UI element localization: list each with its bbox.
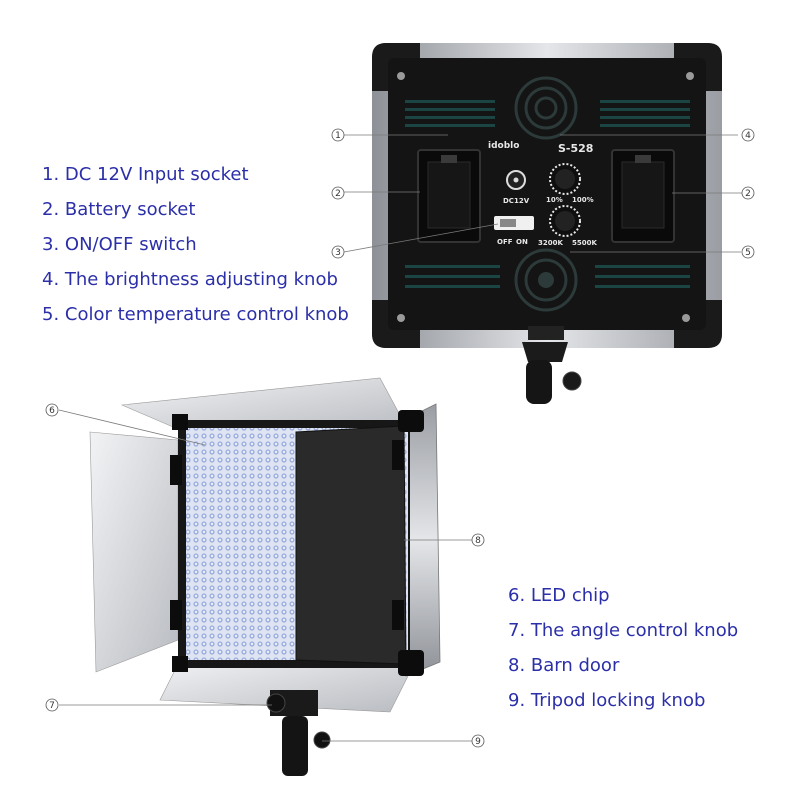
barn-door-right [295,425,407,665]
callout-7: 7 [45,698,59,712]
battery-socket-left [417,149,481,243]
screw [686,72,694,80]
legend-item-8: 8. Barn door [508,655,620,676]
callout-6-label: 6 [49,406,55,416]
callout-5-label: 5 [745,248,751,258]
stand-clamp [282,716,308,776]
front-view [89,377,441,776]
corner-guard [172,414,188,430]
battery-socket-right [611,149,675,243]
callout-7-label: 7 [49,701,55,711]
temp-max-label: 5500K [572,239,597,247]
dc-socket-pin [513,177,519,183]
mount-head [522,342,568,362]
corner-guard [398,410,424,432]
brightness-min-label: 10% [546,196,563,204]
brightness-knob-cap [555,169,575,189]
corner-guard [372,43,420,91]
callout-8: 8 [471,533,485,547]
brightness-max-label: 100% [572,196,594,204]
color-temp-knob-cap [555,211,575,231]
callout-3: 3 [331,245,345,259]
screw [397,314,405,322]
legend-bottom: 6. LED chip 7. The angle control knob 8.… [508,578,738,718]
corner-guard [674,43,722,91]
temp-min-label: 3200K [538,239,563,247]
callout-2a: 2 [331,186,345,200]
fan-top [514,76,578,140]
switch-on-label: ON [516,238,528,246]
legend-item-4: 4. The brightness adjusting knob [42,269,338,290]
screw [397,72,405,80]
power-switch-slider [500,219,516,227]
corner-guard [172,656,188,672]
corner-guard [372,300,420,348]
hinge [392,600,404,630]
angle-knob [266,693,286,713]
hinge [392,440,404,470]
legend-item-7: 7. The angle control knob [508,620,739,641]
legend-item-1: 1. DC 12V Input socket [42,164,249,185]
callout-9: 9 [471,734,485,748]
corner-guard [398,650,424,676]
corner-guard [674,300,722,348]
callout-8-label: 8 [475,536,481,546]
callout-6: 6 [45,403,59,417]
callout-4-label: 4 [745,131,751,141]
dc-label: DC12V [503,197,530,205]
callout-3-label: 3 [335,248,341,258]
hinge [170,600,182,630]
callout-2b: 2 [741,186,755,200]
screw [682,314,690,322]
legend-item-6: 6. LED chip [508,585,610,606]
legend-item-9: 9. Tripod locking knob [508,690,706,711]
callout-2a-label: 2 [335,189,341,199]
clamp-knob [562,371,582,391]
callout-9-label: 9 [475,737,481,747]
mount-bracket [528,326,564,340]
callout-lines [58,134,742,742]
callout-4: 4 [741,128,755,142]
vent-slots [405,100,690,288]
callout-1-label: 1 [335,131,341,141]
back-panel-view: idoblo S-528 DC12V 10% 100% OFF ON 3200K… [372,43,722,404]
switch-off-label: OFF [497,238,513,246]
model-label: S-528 [558,142,593,155]
callout-2b-label: 2 [745,189,751,199]
fan-bottom [514,248,578,312]
callout-1: 1 [331,128,345,142]
hinge [170,455,182,485]
legend-item-5: 5. Color temperature control knob [42,304,349,325]
tripod-clamp [526,360,552,404]
callout-5: 5 [741,245,755,259]
legend-top: 1. DC 12V Input socket 2. Battery socket… [42,157,349,332]
barn-door-left [89,431,179,673]
legend-item-3: 3. ON/OFF switch [42,234,197,255]
tripod-lock-knob [313,731,331,749]
legend-item-2: 2. Battery socket [42,199,196,220]
brand-label: idoblo [488,141,519,151]
